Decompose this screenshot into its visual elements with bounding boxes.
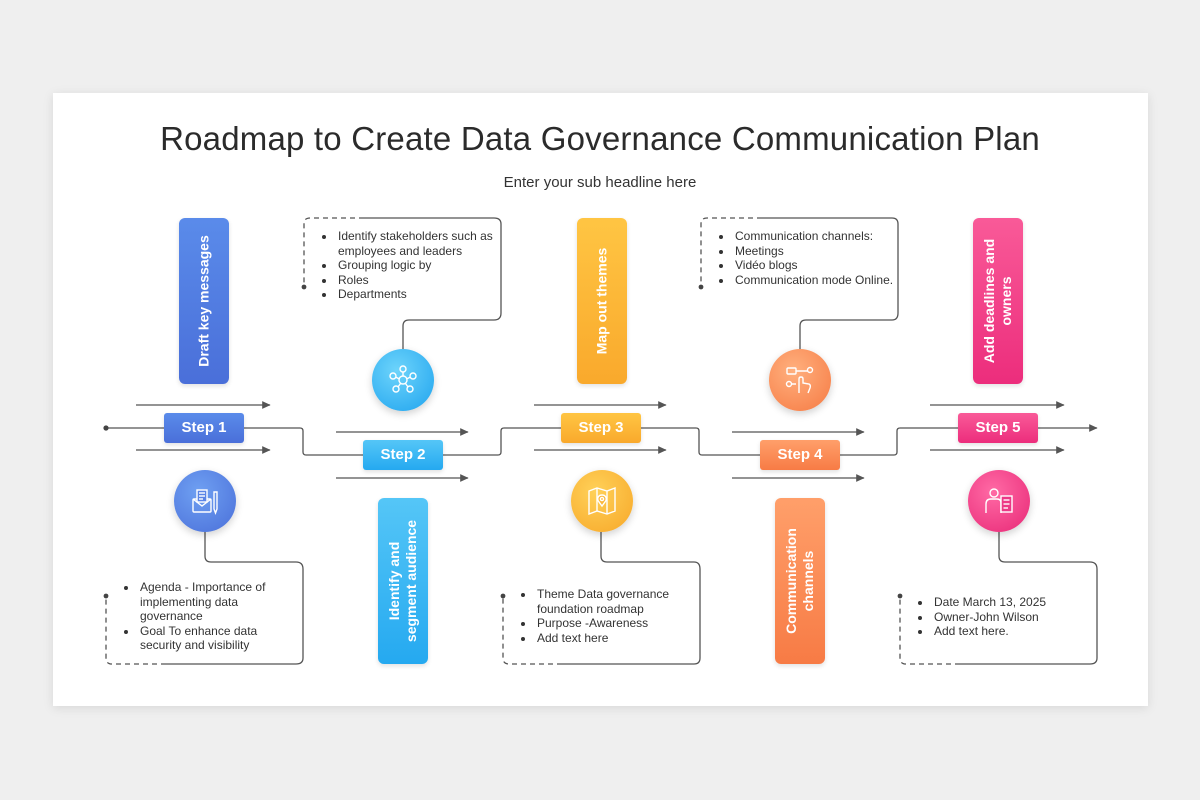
task-box-identify-audience: Identify and segment audience <box>378 498 428 664</box>
note-item: Meetings <box>733 244 895 259</box>
step-2-badge: Step 2 <box>363 440 443 470</box>
note-item: Agenda - Importance of implementing data… <box>138 580 290 624</box>
task-label: Map out themes <box>593 247 610 355</box>
note-item: Purpose -Awareness <box>535 616 687 631</box>
note-item: Departments <box>336 287 498 302</box>
task-label: Draft key messages <box>195 235 212 367</box>
step-3-badge: Step 3 <box>561 413 641 443</box>
step-5-notes: Date March 13, 2025 Owner-John Wilson Ad… <box>914 595 1084 639</box>
note-item: Grouping logic by <box>336 258 498 273</box>
note-item: Identify stakeholders such as employees … <box>336 229 498 258</box>
slide-canvas <box>53 93 1148 706</box>
page-subtitle: Enter your sub headline here <box>503 174 697 191</box>
note-item: Goal To enhance data security and visibi… <box>138 624 290 653</box>
task-label: Communication channels <box>783 528 816 634</box>
note-item: Roles <box>336 273 498 288</box>
task-box-map-themes: Map out themes <box>577 218 627 384</box>
person-document-icon <box>968 470 1030 532</box>
step-1-badge: Step 1 <box>164 413 244 443</box>
stakeholder-network-icon <box>372 349 434 411</box>
note-item: Add text here. <box>932 624 1084 639</box>
task-box-draft-key-messages: Draft key messages <box>179 218 229 384</box>
step-2-notes: Identify stakeholders such as employees … <box>318 229 498 302</box>
note-item: Add text here <box>535 631 687 646</box>
note-item: Date March 13, 2025 <box>932 595 1084 610</box>
map-pin-icon <box>571 470 633 532</box>
note-item: Theme Data governance foundation roadmap <box>535 587 687 616</box>
note-item: Vidéo blogs <box>733 258 895 273</box>
page-title: Roadmap to Create Data Governance Commun… <box>160 120 1040 157</box>
step-5-badge: Step 5 <box>958 413 1038 443</box>
note-item: Owner-John Wilson <box>932 610 1084 625</box>
step-4-notes: Communication channels: Meetings Vidéo b… <box>715 229 895 287</box>
task-box-communication-channels: Communication channels <box>775 498 825 664</box>
note-item: Communication channels: <box>733 229 895 244</box>
task-label: Identify and segment audience <box>386 519 419 643</box>
touch-network-icon <box>769 349 831 411</box>
letter-pen-icon <box>174 470 236 532</box>
step-4-badge: Step 4 <box>760 440 840 470</box>
step-3-notes: Theme Data governance foundation roadmap… <box>517 587 687 645</box>
task-box-deadlines-owners: Add deadlines and owners <box>973 218 1023 384</box>
step-1-notes: Agenda - Importance of implementing data… <box>120 580 290 653</box>
task-label: Add deadlines and owners <box>981 238 1014 364</box>
note-item: Communication mode Online. <box>733 273 895 288</box>
